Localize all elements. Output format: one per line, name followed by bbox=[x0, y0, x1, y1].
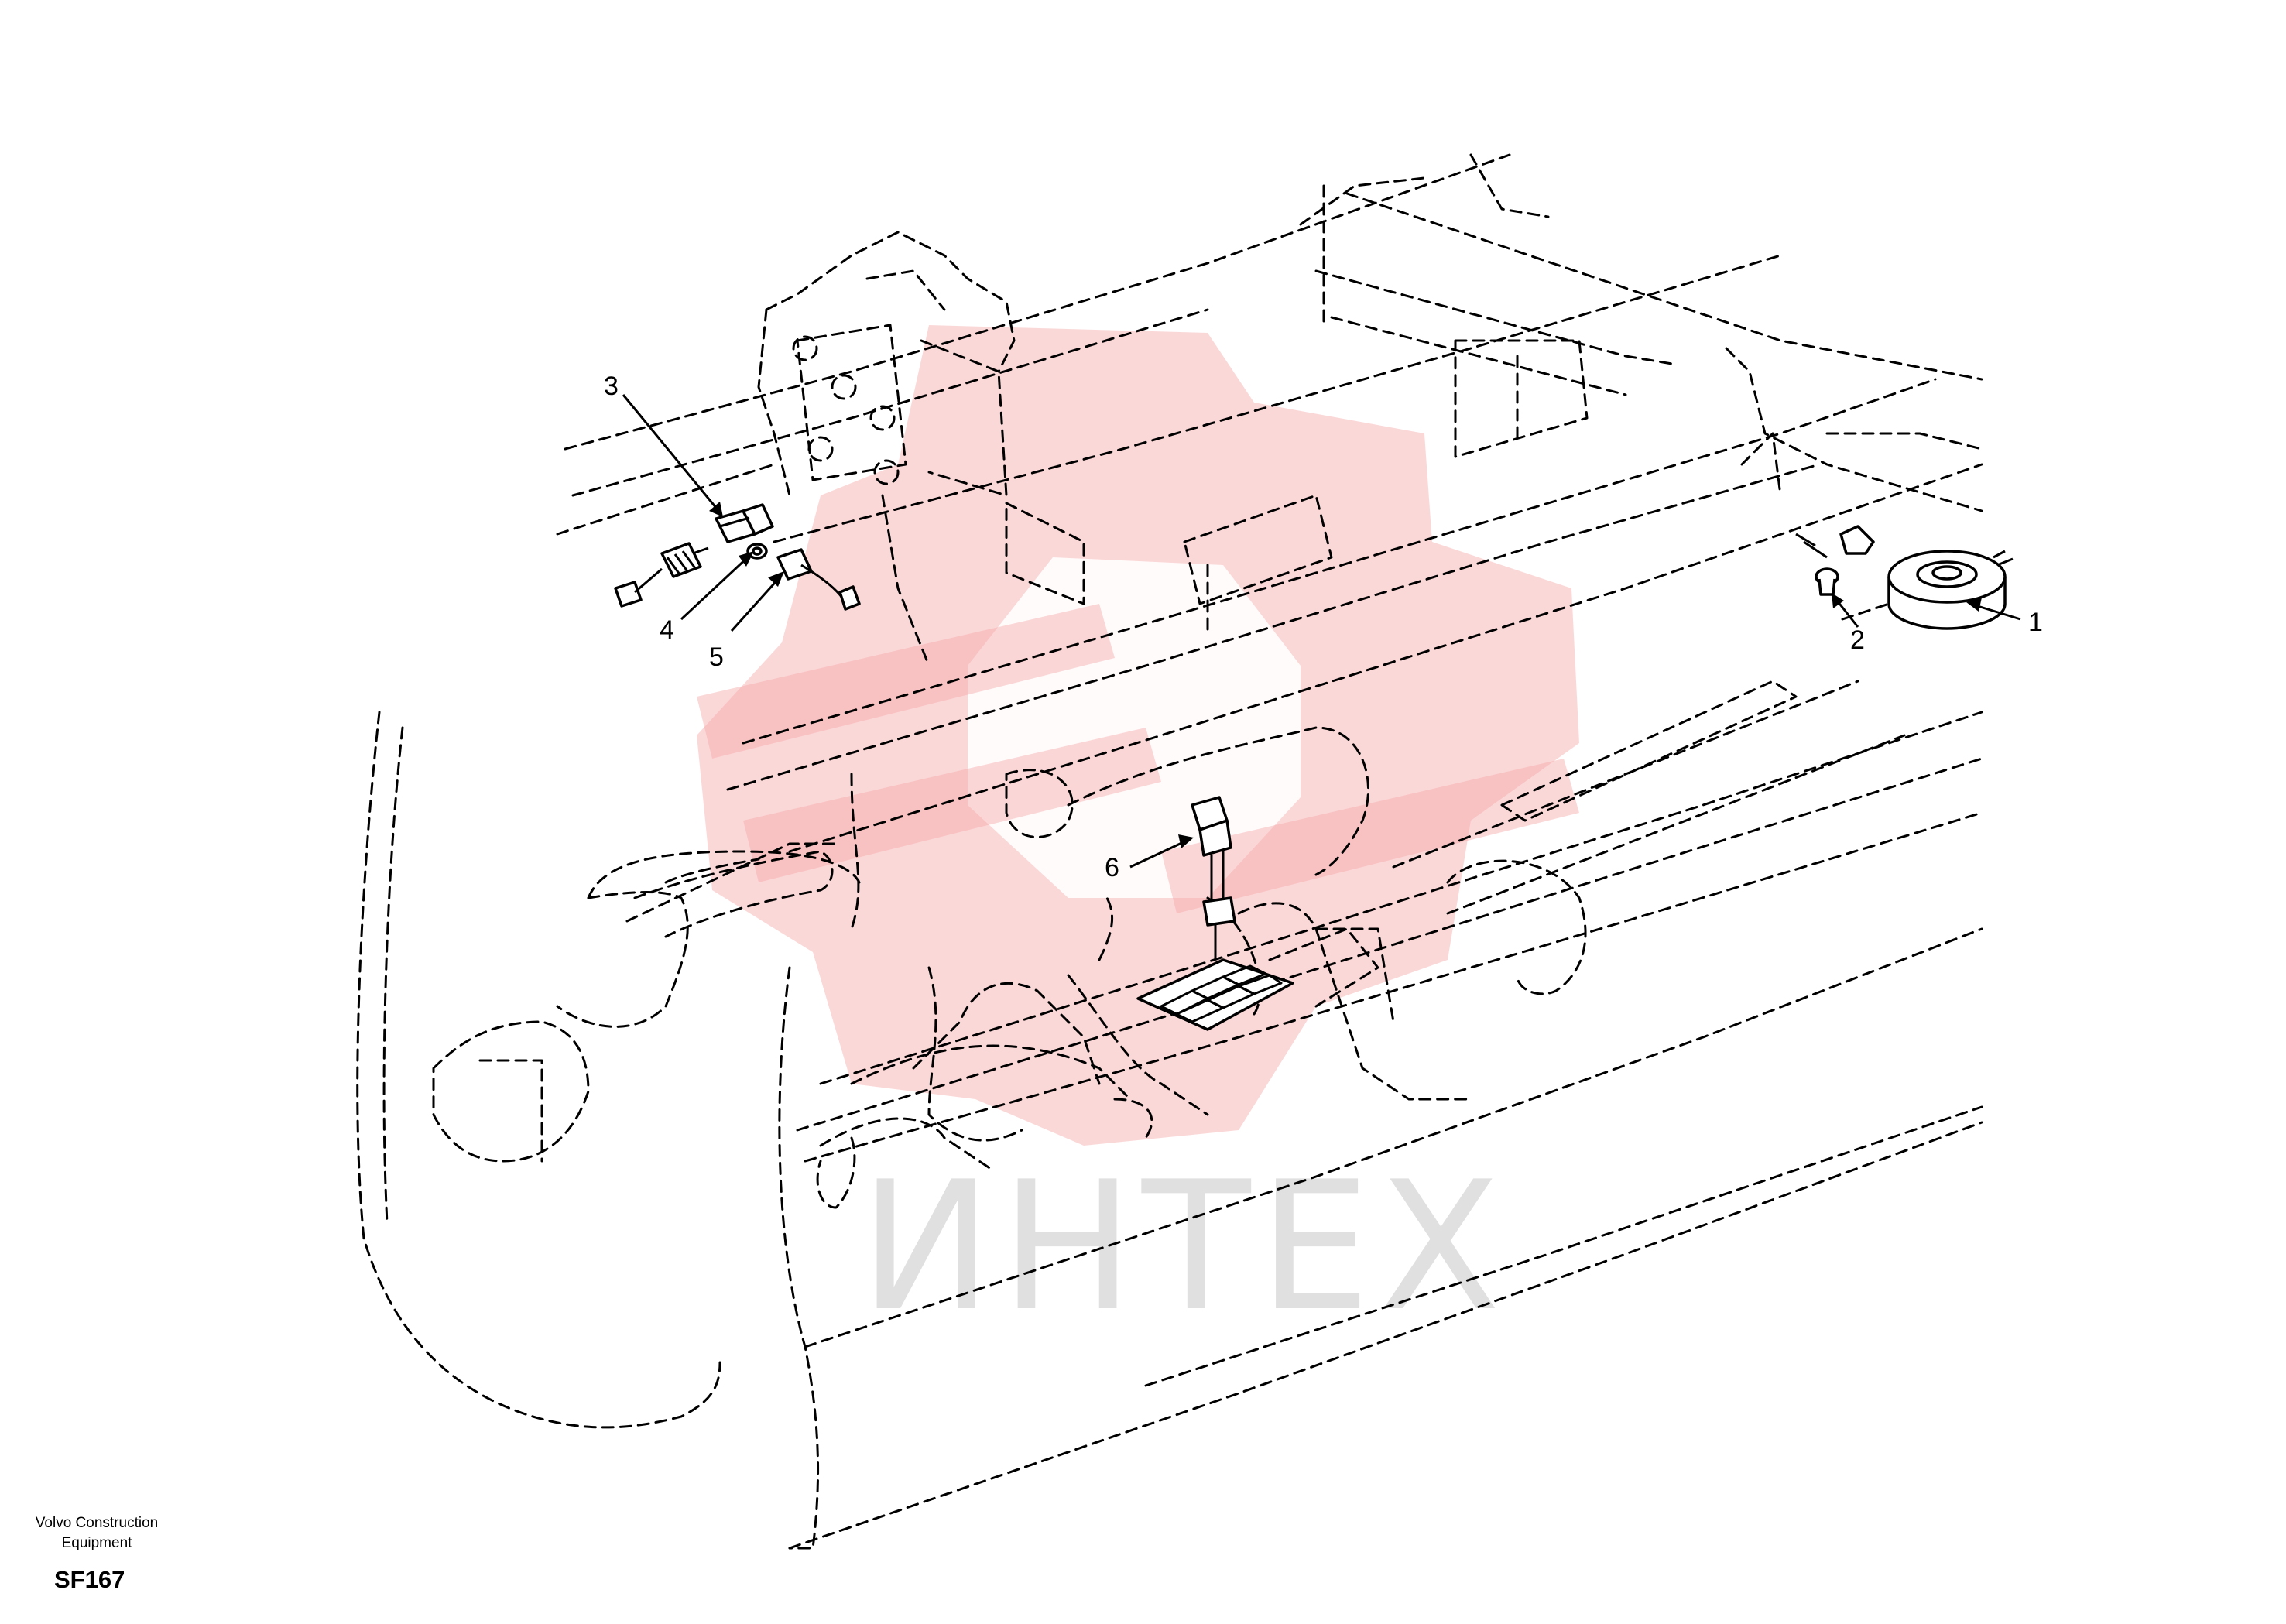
screw-part bbox=[1795, 525, 1875, 596]
diagram-code: SF167 bbox=[54, 1566, 125, 1593]
switch-panel bbox=[1136, 958, 1294, 1031]
washer-part bbox=[746, 543, 768, 560]
switch-part bbox=[1191, 796, 1236, 960]
callout-4: 4 bbox=[660, 615, 674, 645]
sensor-part bbox=[776, 548, 861, 611]
lever-outline bbox=[633, 850, 834, 938]
brand-line-1: Volvo Construction bbox=[35, 1515, 159, 1531]
callout-3: 3 bbox=[604, 372, 619, 401]
callout-1: 1 bbox=[2028, 608, 2043, 637]
watermark-logo bbox=[697, 325, 1579, 1146]
watermark-text: ИНТЕХ bbox=[859, 1144, 1508, 1351]
callout-6: 6 bbox=[1105, 853, 1119, 882]
connector-part bbox=[614, 542, 709, 608]
horn-part bbox=[1887, 550, 2014, 630]
callout-leaders bbox=[622, 394, 2021, 869]
valve-block bbox=[757, 231, 1016, 667]
callout-2: 2 bbox=[1850, 625, 1865, 655]
cab-outline bbox=[356, 711, 861, 1550]
chassis-outline bbox=[556, 153, 1983, 1550]
console-outline bbox=[816, 726, 1587, 1209]
brand-line-2: Equipment bbox=[61, 1535, 132, 1551]
pressure-switch-part bbox=[715, 503, 774, 543]
callout-5: 5 bbox=[709, 642, 724, 672]
